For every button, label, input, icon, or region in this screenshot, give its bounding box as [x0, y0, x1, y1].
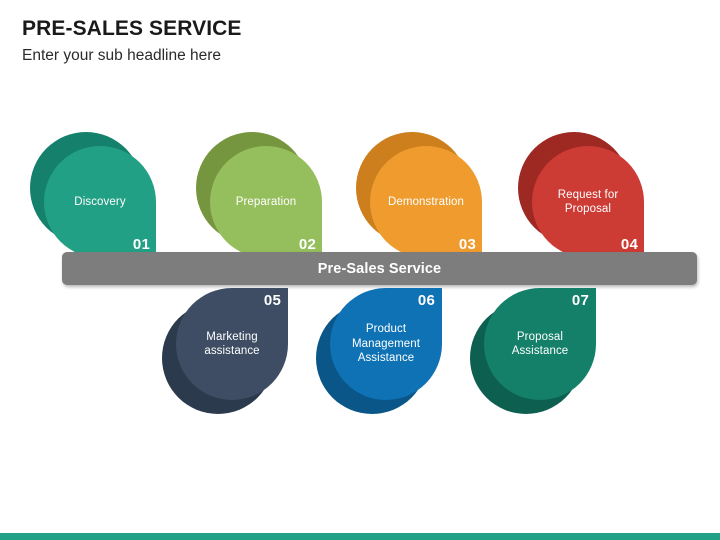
process-node-06[interactable]: Product Management Assistance 06	[316, 288, 442, 414]
node-main-disc: Discovery	[44, 146, 156, 258]
page-subtitle: Enter your sub headline here	[22, 47, 222, 64]
node-main-disc: Request for Proposal	[532, 146, 644, 258]
node-label: Marketing assistance	[204, 330, 260, 358]
center-process-bar[interactable]: Pre-Sales Service	[62, 252, 697, 285]
node-number: 05	[263, 292, 281, 309]
process-node-03[interactable]: Demonstration 03	[356, 132, 482, 258]
node-main-disc: Proposal Assistance	[484, 288, 596, 400]
node-main-disc: Marketing assistance	[176, 288, 288, 400]
node-main-disc: Preparation	[210, 146, 322, 258]
node-number: 03	[458, 236, 476, 253]
node-number: 04	[620, 236, 638, 253]
node-label: Demonstration	[387, 195, 465, 208]
slide-header: PRE-SALES SERVICE Enter your sub headlin…	[22, 16, 622, 67]
node-number: 07	[571, 292, 589, 309]
node-label: Request for Proposal	[557, 188, 619, 216]
process-node-01[interactable]: Discovery 01	[30, 132, 156, 258]
node-number: 01	[132, 236, 150, 253]
process-node-07[interactable]: Proposal Assistance 07	[470, 288, 596, 414]
node-main-disc: Product Management Assistance	[330, 288, 442, 400]
node-main-disc: Demonstration	[370, 146, 482, 258]
process-node-02[interactable]: Preparation 02	[196, 132, 322, 258]
node-number: 02	[298, 236, 316, 253]
footer-accent-bar	[0, 533, 720, 540]
process-node-04[interactable]: Request for Proposal 04	[518, 132, 644, 258]
page-title: PRE-SALES SERVICE	[22, 17, 242, 40]
node-number: 06	[417, 292, 435, 309]
node-label: Proposal Assistance	[511, 330, 569, 358]
node-label: Product Management Assistance	[351, 323, 421, 365]
process-node-05[interactable]: Marketing assistance 05	[162, 288, 288, 414]
center-bar-label: Pre-Sales Service	[317, 260, 442, 277]
node-label: Discovery	[74, 195, 126, 208]
node-label: Preparation	[235, 195, 297, 208]
